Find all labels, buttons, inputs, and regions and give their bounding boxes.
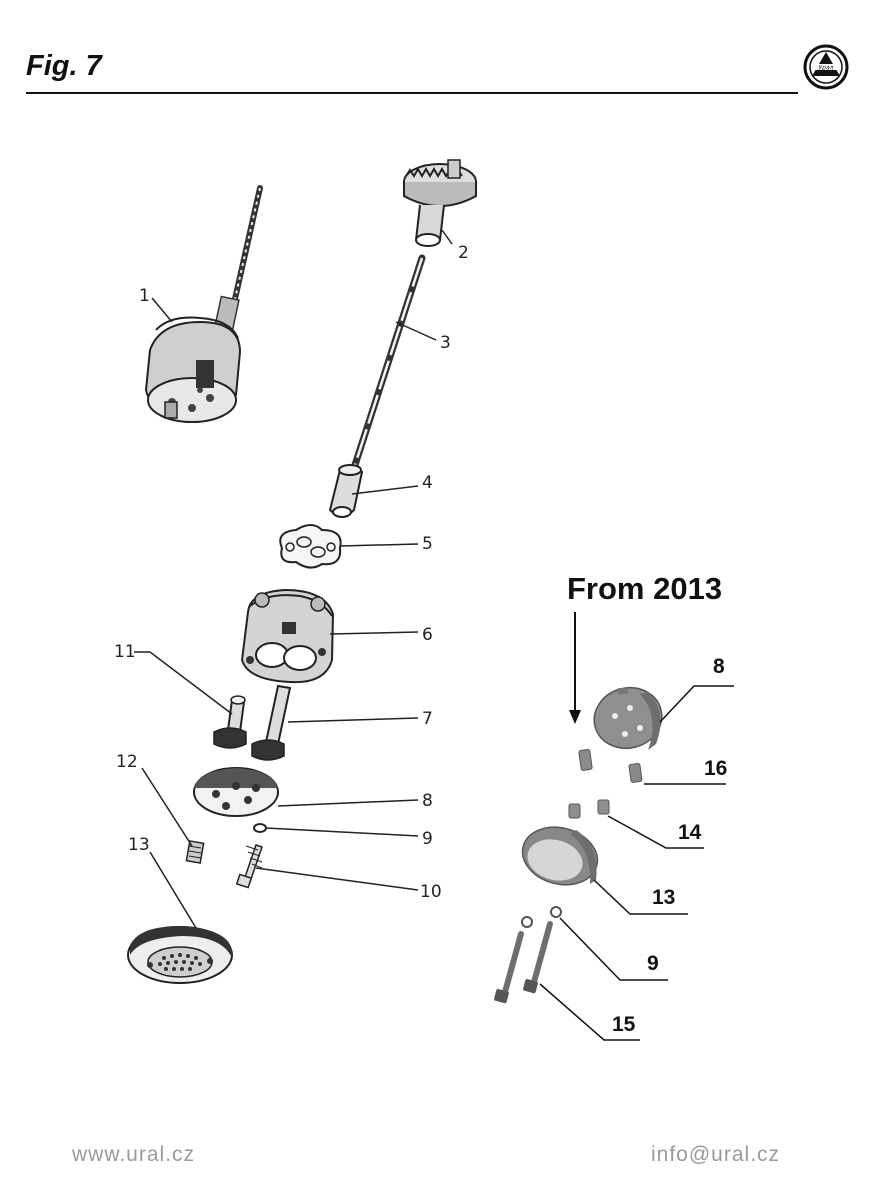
callout-3: 3 (440, 333, 451, 353)
callout-2: 2 (458, 243, 469, 263)
callout-7: 7 (422, 709, 433, 729)
footer-email-link[interactable]: info@ural.cz (651, 1143, 781, 1166)
new-callout-9: 9 (647, 952, 659, 975)
part-12-plug (185, 840, 205, 864)
callout-9: 9 (422, 829, 433, 849)
part-3-drive-shaft (351, 254, 426, 469)
part-2-drive-gear (403, 159, 477, 247)
footer-website-link[interactable]: www.ural.cz (72, 1143, 196, 1166)
leader-lines-new (539, 685, 734, 1041)
part-4-coupling-sleeve (328, 464, 364, 518)
new-callout-16: 16 (704, 757, 727, 780)
part-8-cover-plate (193, 767, 279, 817)
part-6-pump-body (240, 588, 335, 684)
callout-8: 8 (422, 791, 433, 811)
leader-lines-old (134, 229, 453, 929)
callout-10: 10 (420, 882, 442, 902)
part-10-bolt (235, 844, 263, 889)
part-7-drive-gear-shaft (251, 684, 292, 761)
callout-5: 5 (422, 534, 433, 554)
part-9-spring-washer (253, 823, 267, 833)
ural-logo-icon: Урал (803, 44, 849, 90)
new-callout-14: 14 (678, 821, 702, 844)
part-11-driven-gear (213, 695, 247, 749)
callout-12: 12 (116, 752, 138, 772)
new-part-8-cover-plate (593, 686, 663, 750)
new-part-13-strainer (521, 826, 599, 886)
new-callout-8: 8 (713, 655, 725, 678)
callout-1: 1 (139, 286, 150, 306)
svg-text:Урал: Урал (819, 65, 834, 72)
new-part-9-washers (521, 906, 562, 928)
from-2013-arrow (569, 612, 581, 724)
callout-4: 4 (422, 473, 433, 493)
part-5-gasket (279, 524, 342, 569)
part-1-oil-pump-assembly (144, 185, 263, 423)
new-callout-13: 13 (652, 886, 675, 909)
callout-11: 11 (114, 642, 136, 662)
new-part-14-dowels (568, 799, 610, 819)
callout-6: 6 (422, 625, 433, 645)
new-part-16-pins (578, 749, 643, 783)
new-part-15-long-bolts (494, 921, 553, 1004)
figure-title: Fig. 7 (26, 50, 102, 82)
new-callout-15: 15 (612, 1013, 636, 1036)
header-rule (26, 92, 798, 94)
part-13-oil-strainer (127, 925, 233, 984)
callout-13: 13 (128, 835, 150, 855)
from-2013-label: From 2013 (567, 571, 723, 606)
